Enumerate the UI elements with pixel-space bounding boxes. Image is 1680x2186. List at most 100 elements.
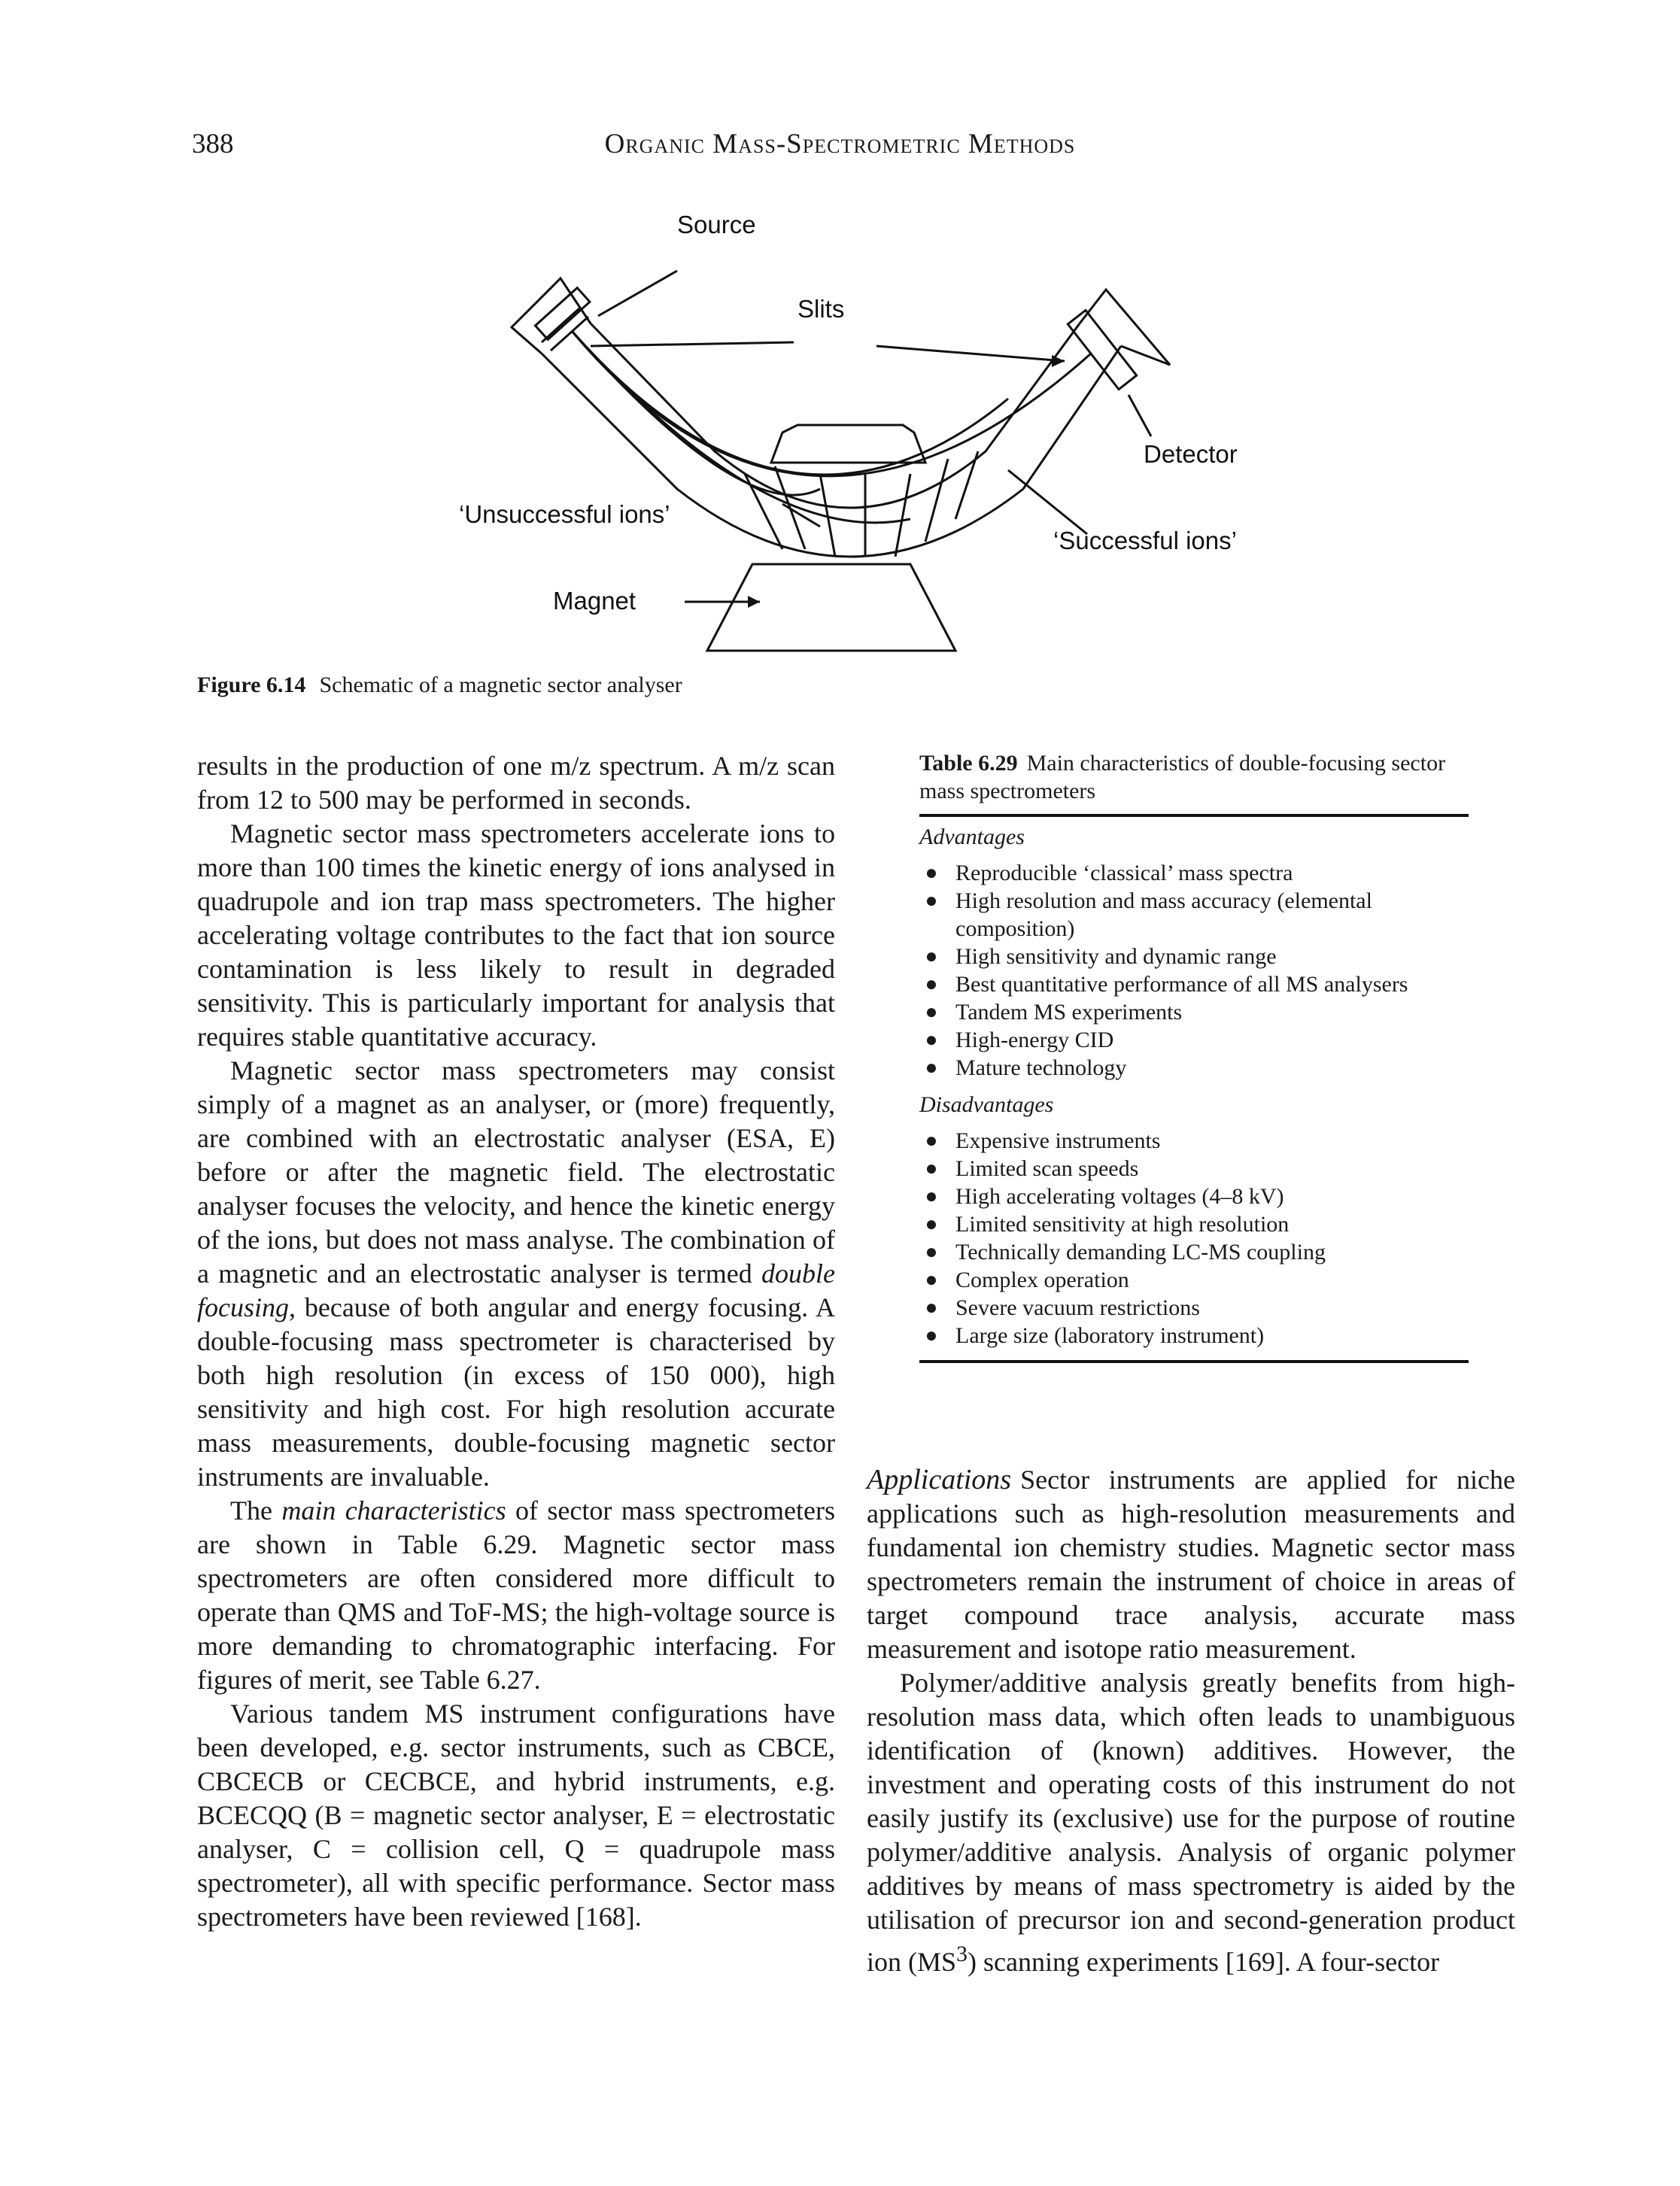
magnetic-sector-figure: Source Slits Detector ‘Unsuccessful ions…: [429, 203, 1287, 677]
text-run: ) scanning experiments [169]. A four-sec…: [968, 1947, 1440, 1977]
label-source: Source: [677, 211, 756, 238]
text-run: Polymer/additive analysis greatly benefi…: [867, 1668, 1515, 1977]
label-detector: Detector: [1144, 440, 1238, 468]
emphasis: main characteristics: [281, 1495, 506, 1526]
figure-caption: Figure 6.14 Schematic of a magnetic secto…: [197, 672, 682, 698]
bullet-icon: ●: [925, 1056, 938, 1079]
superscript: 3: [956, 1942, 968, 1966]
bullet-icon: ●: [925, 1268, 938, 1292]
unsuccessful-pointer: [782, 502, 821, 528]
list-item: ●Reproducible ‘classical’ mass spectra: [919, 859, 1469, 887]
list-item-text: Expensive instruments: [955, 1128, 1161, 1153]
slits-arrowhead: [1052, 355, 1065, 367]
disadvantages-list: ●Expensive instruments ●Limited scan spe…: [919, 1127, 1469, 1350]
list-item-text: High accelerating voltages (4–8 kV): [955, 1184, 1284, 1209]
table-bottom-rule: [919, 1360, 1469, 1363]
page-number: 388: [192, 129, 234, 159]
table-top-rule: [919, 814, 1469, 817]
advantages-heading: Advantages: [919, 824, 1025, 849]
field-line: [924, 458, 949, 542]
list-item-text: Large size (laboratory instrument): [955, 1323, 1265, 1348]
paragraph: Magnetic sector mass spectrometers may c…: [197, 1054, 835, 1494]
list-item: ● Technically demanding LC-MS coupling: [919, 1238, 1469, 1266]
list-item: ●Limited scan speeds: [919, 1155, 1469, 1183]
detector-housing: [1078, 287, 1171, 366]
field-line: [743, 473, 784, 550]
paragraph: Polymer/additive analysis greatly benefi…: [867, 1666, 1515, 1979]
source-slit-line: [549, 315, 590, 352]
detector-slit: [1066, 308, 1138, 391]
disadvantages-heading: Disadvantages: [919, 1092, 1054, 1117]
field-line: [954, 451, 980, 520]
bullet-icon: ●: [925, 1185, 938, 1208]
bullet-icon: ●: [925, 1240, 938, 1264]
list-item-text: High sensitivity and dynamic range: [955, 944, 1277, 969]
list-item-text: Limited scan speeds: [955, 1156, 1139, 1181]
successful-pointer: [1007, 469, 1088, 536]
list-item-text: Limited sensitivity at high resolution: [955, 1212, 1290, 1237]
list-item-text: Reproducible ‘classical’ mass spectra: [955, 861, 1293, 885]
list-item: ● Best quantitative performance of all MS…: [919, 970, 1469, 998]
field-line: [819, 473, 837, 557]
list-item: ●Limited sensitivity at high resolution: [919, 1210, 1469, 1238]
list-item: ● Complex operation: [919, 1266, 1469, 1294]
flight-tube-inner: [589, 322, 1081, 509]
advantages-list: ●Reproducible ‘classical’ mass spectra ●…: [919, 859, 1469, 1082]
list-item-text: Complex operation: [955, 1268, 1129, 1292]
text-run: Sector instruments are applied for niche…: [867, 1465, 1515, 1664]
label-successful-ions: ‘Successful ions’: [1053, 527, 1237, 554]
left-column: results in the production of one m/z spe…: [197, 749, 835, 1934]
paragraph: Various tandem MS instrument configurati…: [197, 1699, 835, 1932]
list-item: ● Expensive instruments: [919, 1127, 1469, 1155]
label-magnet: Magnet: [553, 587, 636, 615]
ion-path-outer: [570, 330, 1092, 478]
emphasis: double focusing: [197, 1258, 835, 1322]
list-item: ● High sensitivity and dynamic range: [919, 943, 1469, 970]
paragraph: results in the production of one m/z spe…: [197, 751, 835, 815]
paragraph: The main characteristics of sector mass …: [197, 1494, 835, 1697]
magnetic-sector-diagram: Source Slits Detector ‘Unsuccessful ions…: [459, 211, 1238, 652]
source-housing: [509, 276, 592, 355]
list-item: ●Tandem MS experiments: [919, 998, 1469, 1026]
ion-path-unsuccessful-1: [570, 329, 911, 524]
table-caption-label: Table 6.29: [919, 751, 1018, 776]
list-item: ● High accelerating voltages (4–8 kV): [919, 1183, 1469, 1210]
bullet-icon: ●: [925, 1129, 938, 1152]
list-item-text: Best quantitative performance of all MS …: [955, 972, 1408, 997]
bullet-icon: ●: [925, 1000, 938, 1024]
figure-caption-label: Figure 6.14: [197, 672, 306, 697]
list-item-text: Technically demanding LC-MS coupling: [955, 1240, 1326, 1265]
text-run: , because of both angular and energy foc…: [197, 1292, 835, 1492]
label-unsuccessful-ions: ‘Unsuccessful ions’: [459, 500, 670, 528]
magnet-arrowhead: [748, 596, 760, 608]
magnet-lower-pole: [705, 563, 958, 652]
list-item: ● High resolution and mass accuracy (elem…: [919, 887, 1469, 943]
bullet-icon: ●: [925, 1324, 938, 1347]
flight-tube-outer: [540, 345, 1123, 558]
list-item: ●High-energy CID: [919, 1026, 1469, 1054]
bullet-icon: ●: [925, 1028, 938, 1052]
source-block: [533, 286, 592, 342]
bullet-icon: ●: [925, 973, 938, 996]
list-item: ● Severe vacuum restrictions: [919, 1294, 1469, 1322]
list-item: ● Mature technology: [919, 1054, 1469, 1082]
list-item: ● Large size (laboratory instrument): [919, 1322, 1469, 1350]
source-slit-line: [540, 307, 581, 344]
bullet-icon: ●: [925, 889, 938, 912]
slits-pointer-right: [876, 345, 1065, 363]
list-item-text: Mature technology: [955, 1055, 1127, 1080]
bullet-icon: ●: [925, 945, 938, 968]
text-run: Magnetic sector mass spectrometers may c…: [197, 1055, 835, 1289]
page-header: 388 Organic Mass-Spectrometric Methods: [0, 128, 1680, 173]
text-run: of sector mass spectrometers are shown i…: [197, 1495, 835, 1695]
list-item-text: High resolution and mass accuracy (eleme…: [955, 888, 1372, 941]
label-slits: Slits: [797, 295, 844, 323]
bullet-icon: ●: [925, 1296, 938, 1319]
list-item-text: Severe vacuum restrictions: [955, 1295, 1200, 1320]
figure-caption-text: Schematic of a magnetic sector analyser: [319, 672, 682, 697]
source-pointer: [597, 269, 678, 317]
